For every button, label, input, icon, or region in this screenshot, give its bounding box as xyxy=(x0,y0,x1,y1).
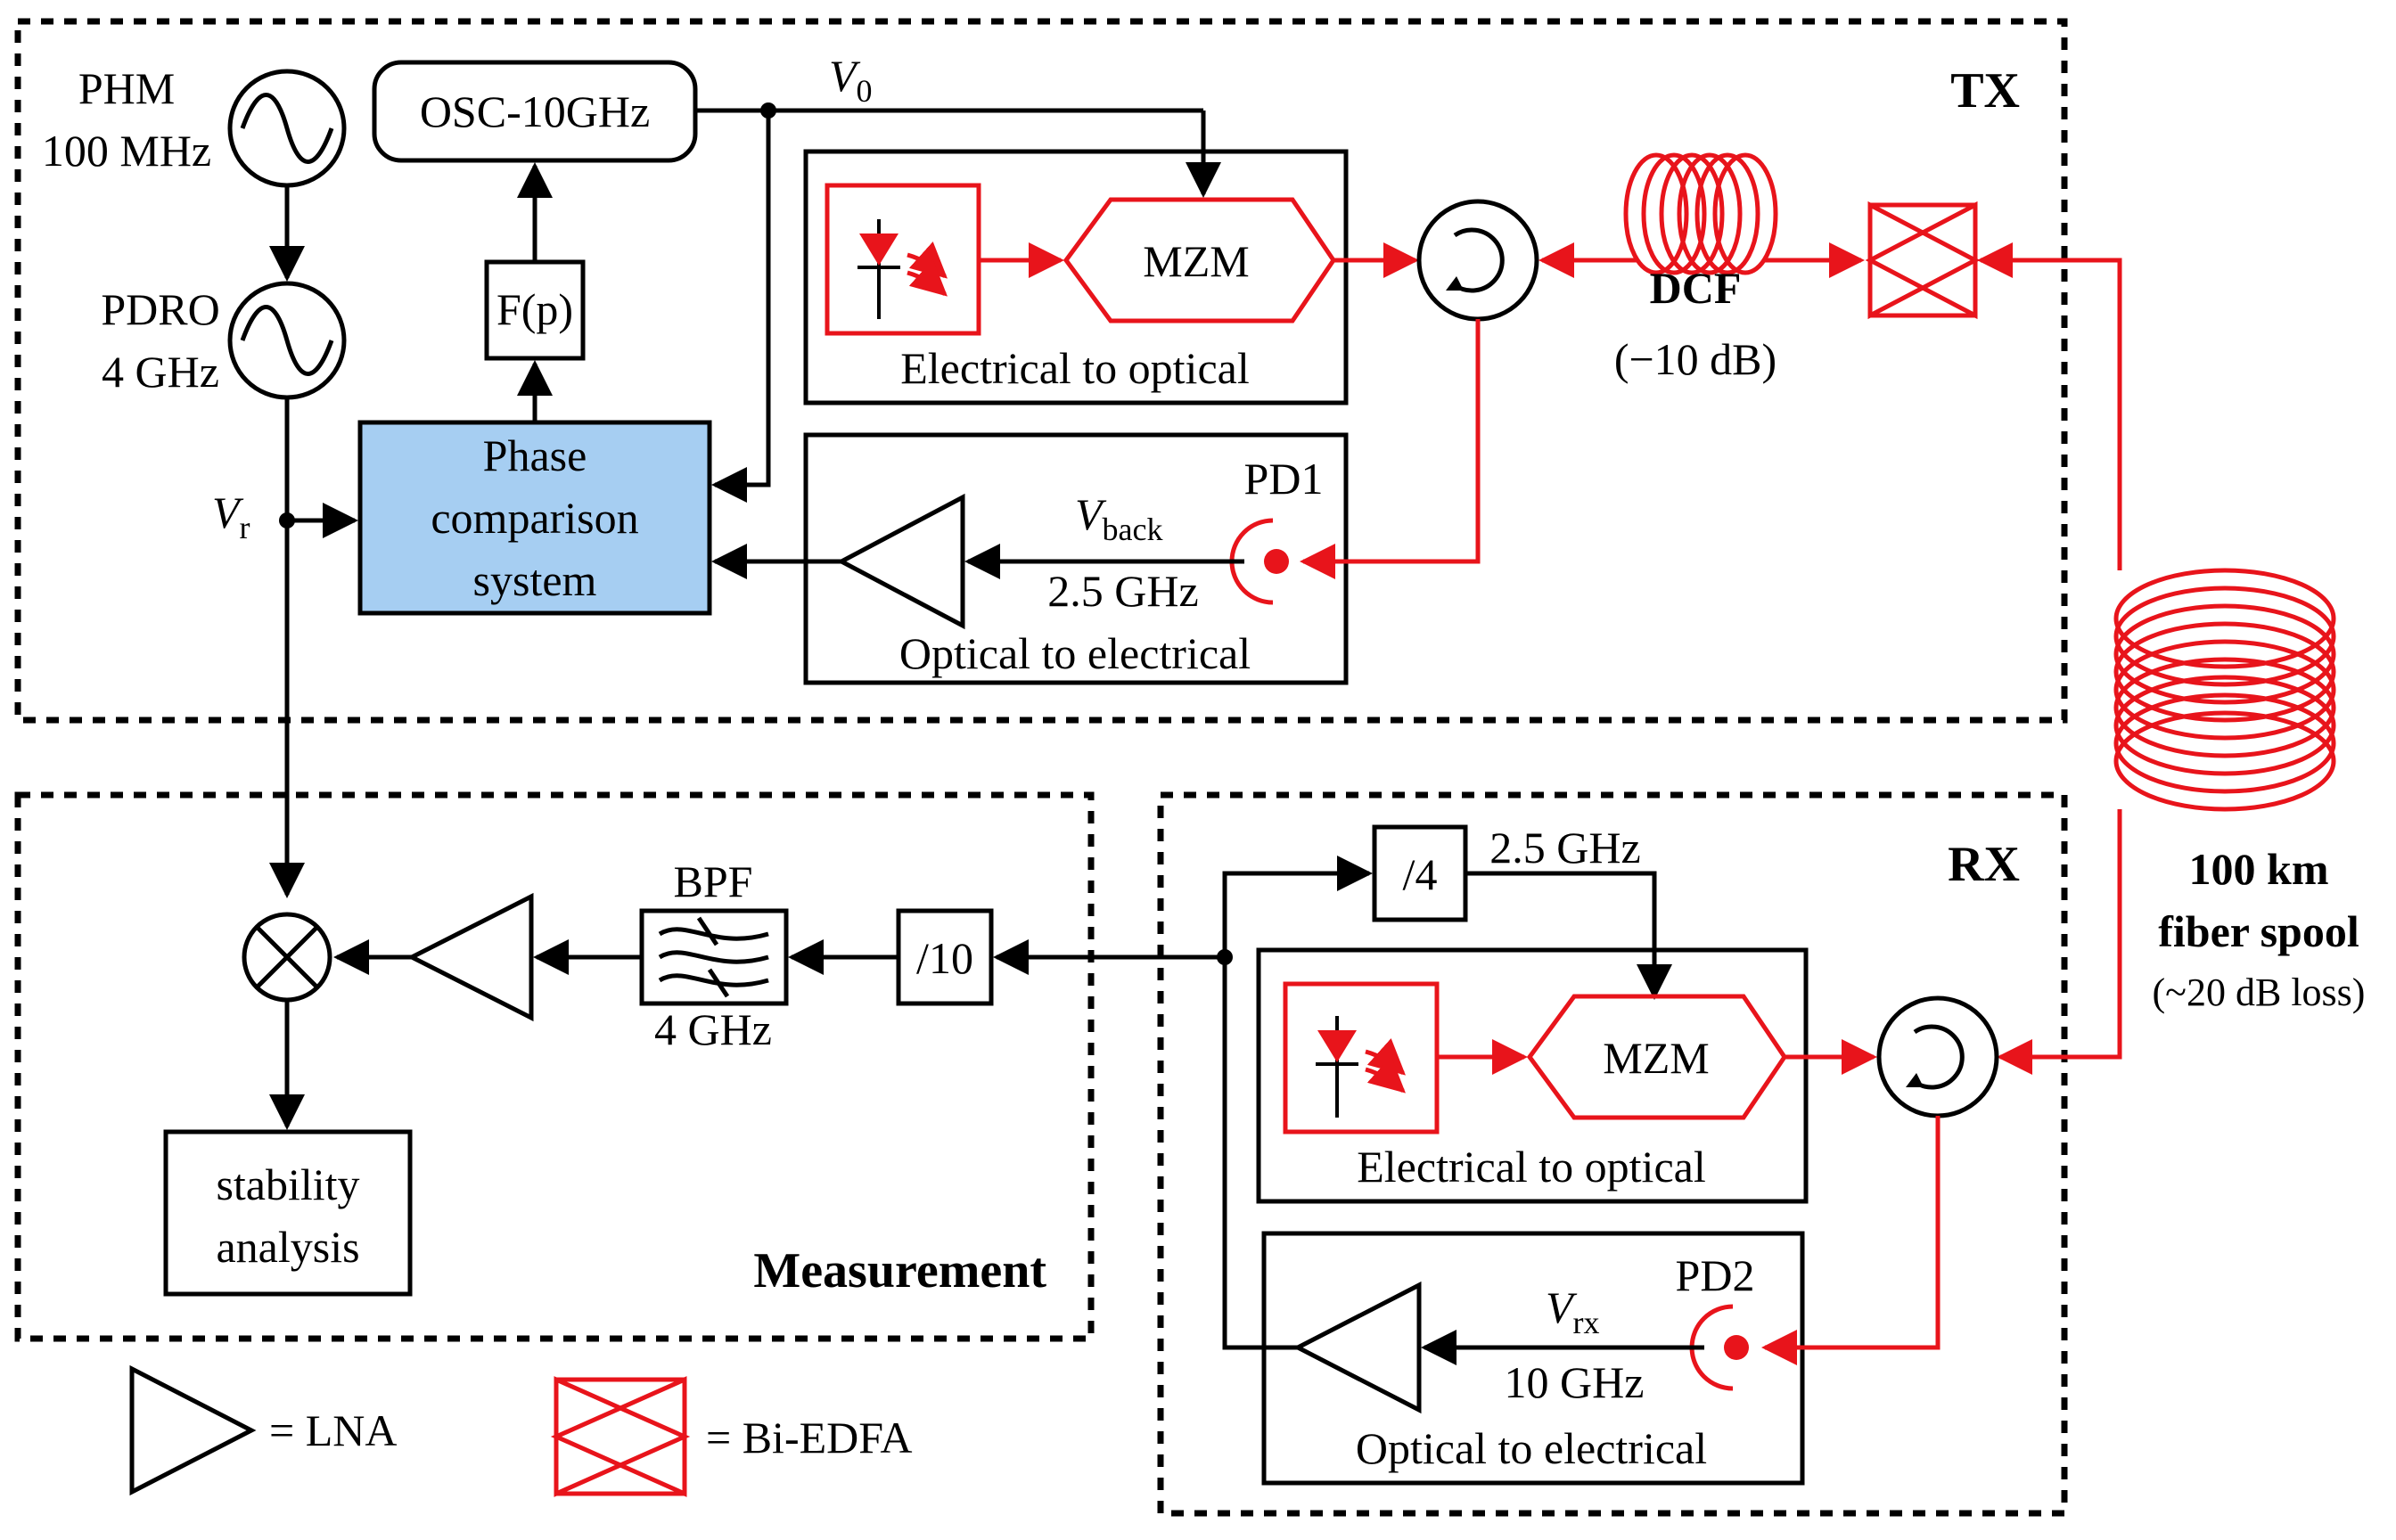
rx-divider-4-label: /4 xyxy=(1403,849,1438,899)
measurement-title: Measurement xyxy=(753,1243,1046,1298)
tx-mzm-label: MZM xyxy=(1143,236,1249,286)
rx-e2o-block xyxy=(1256,947,1809,1204)
rx-o2e-block xyxy=(1261,1231,1805,1486)
tx-o2e-label: Optical to electrical xyxy=(899,628,1251,678)
tx-e2o-block xyxy=(803,149,1349,405)
measurement-lna-amplifier xyxy=(406,892,534,1022)
stability-analysis-line2: analysis xyxy=(216,1222,359,1272)
phm-freq-label: 100 MHz xyxy=(42,126,211,176)
loop-filter-label: F(p) xyxy=(496,284,573,334)
pdro-oscillator xyxy=(227,281,347,400)
rx-o2e-label: Optical to electrical xyxy=(1356,1423,1707,1473)
tx-frame xyxy=(14,18,2068,724)
rx-laser xyxy=(1283,981,1440,1135)
stability-analysis-box xyxy=(163,1129,413,1297)
fiber-spool-loss: (~20 dB loss) xyxy=(2153,971,2366,1014)
phase-comparison-line2: comparison xyxy=(431,493,638,543)
tx-lna-amplifier xyxy=(836,493,965,630)
vback-label: Vback xyxy=(1075,489,1163,547)
rx-mzm-label: MZM xyxy=(1603,1033,1709,1083)
rx-divider-freq-label: 2.5 GHz xyxy=(1489,823,1640,872)
rx-pd-freq-label: 10 GHz xyxy=(1505,1357,1645,1407)
tx-circulator-to-pd1-link xyxy=(1300,319,1481,579)
fiber-spool-line2: fiber spool xyxy=(2158,906,2359,956)
div4-to-rx-mzm-link xyxy=(1465,871,1672,1000)
pdro-label: PDRO xyxy=(101,284,219,334)
osc-10ghz-label: OSC-10GHz xyxy=(420,86,650,136)
rx-e2o-label: Electrical to optical xyxy=(1357,1142,1705,1192)
phase-comparison-box xyxy=(357,420,712,616)
legend-lna-label: = LNA xyxy=(269,1405,397,1455)
legend-edfa-label: = Bi-EDFA xyxy=(706,1413,912,1462)
rx-circulator-to-pd2-link xyxy=(1761,1116,1941,1365)
legend-lna-symbol xyxy=(129,1364,257,1496)
dcf-label: DCF xyxy=(1650,263,1742,313)
v0-label: V0 xyxy=(829,51,873,109)
pd2-label: PD2 xyxy=(1676,1250,1755,1300)
tx-title: TX xyxy=(1950,63,2020,119)
phase-comparison-line1: Phase xyxy=(483,430,587,480)
fiber-to-rx-circulator-link xyxy=(1997,809,2122,1075)
tx-o2e-block xyxy=(803,432,1349,685)
bpf-filter xyxy=(639,908,789,1006)
divider-10-label: /10 xyxy=(916,933,973,983)
tx-circulator xyxy=(1416,199,1539,322)
v0-to-phase-link xyxy=(711,111,771,503)
legend-edfa-symbol xyxy=(550,1376,691,1497)
dcf-coil xyxy=(1623,152,1778,275)
phm-oscillator xyxy=(227,69,347,188)
measurement-frame xyxy=(14,791,1095,1342)
rx-frame xyxy=(1157,791,2068,1517)
bpf-freq-label: 4 GHz xyxy=(654,1004,772,1054)
rx-circulator xyxy=(1876,995,1999,1118)
phm-label: PHM xyxy=(78,63,175,113)
phase-comparison-line3: system xyxy=(473,555,597,605)
bpf-label: BPF xyxy=(674,856,753,906)
tx-e2o-label: Electrical to optical xyxy=(900,343,1249,393)
dcf-loss-label: (−10 dB) xyxy=(1614,334,1776,384)
fiber-spool-line1: 100 km xyxy=(2189,844,2329,894)
stability-analysis-line1: stability xyxy=(216,1159,359,1209)
mixer xyxy=(242,912,332,1003)
rx-title: RX xyxy=(1948,837,2020,892)
rx-lna-output-line xyxy=(1222,856,1373,1350)
tx-pd-freq-label: 2.5 GHz xyxy=(1047,566,1198,616)
tx-bi-edfa xyxy=(1865,201,1981,320)
fiber-to-tx-edfa-link xyxy=(1977,242,2122,570)
rx-lna-amplifier xyxy=(1292,1281,1422,1414)
pdro-freq-label: 4 GHz xyxy=(102,347,219,397)
vr-label: Vr xyxy=(212,487,250,545)
tx-laser xyxy=(825,183,981,336)
vrx-label: Vrx xyxy=(1546,1282,1600,1340)
fiber-spool xyxy=(2113,568,2336,812)
pd1-label: PD1 xyxy=(1244,454,1324,504)
